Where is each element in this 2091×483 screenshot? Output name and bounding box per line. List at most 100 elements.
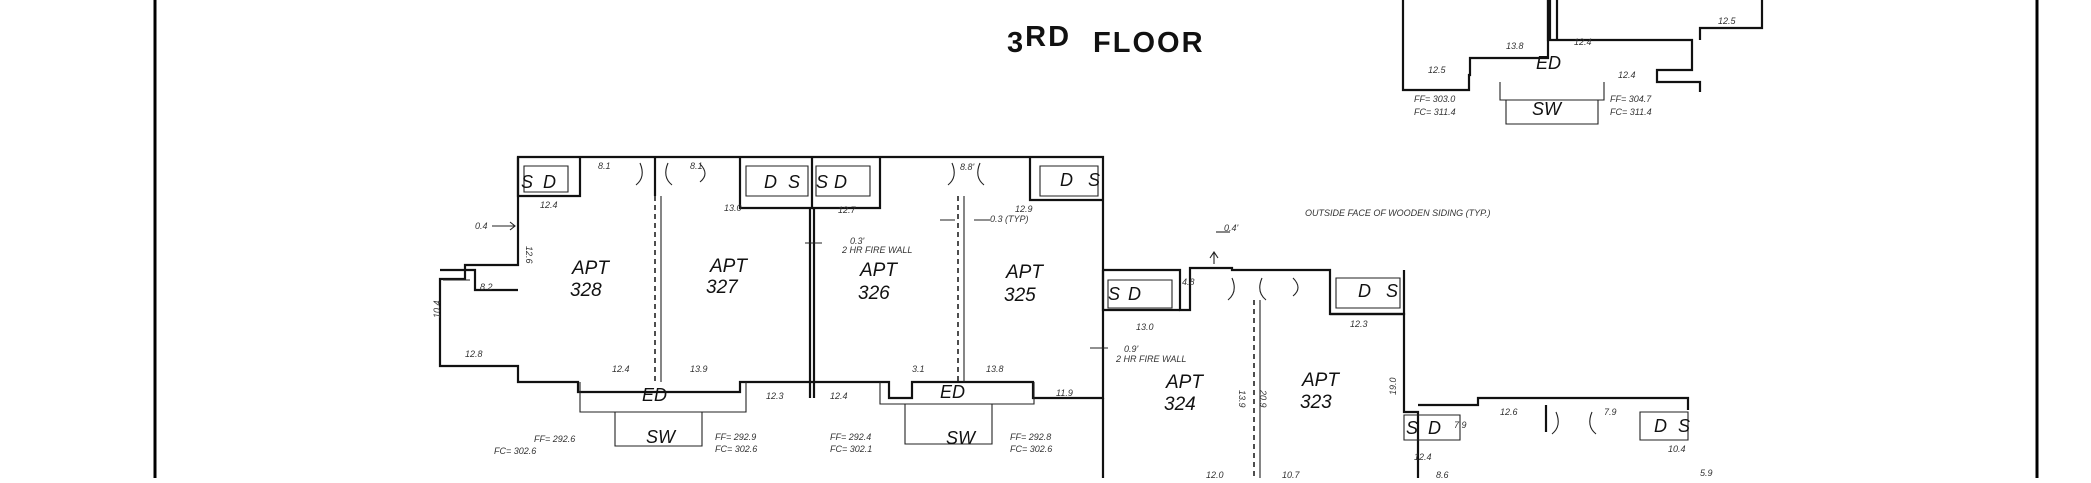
fixture-d-327: D — [764, 172, 777, 192]
svg-text:12.8: 12.8 — [465, 349, 483, 359]
fixture-s-328: S — [521, 172, 533, 192]
svg-text:FF= 303.0: FF= 303.0 — [1414, 94, 1455, 104]
svg-text:8.2: 8.2 — [480, 282, 493, 292]
svg-text:12.4: 12.4 — [612, 364, 630, 374]
fixture-d-324: D — [1128, 284, 1141, 304]
upper-sw-label: SW — [1532, 99, 1563, 119]
apt-328-number: 328 — [570, 280, 602, 301]
fixture-d-325: D — [1060, 170, 1073, 190]
svg-text:11.9: 11.9 — [1056, 388, 1073, 398]
apt-327-label: APT — [709, 256, 748, 277]
svg-text:12.7: 12.7 — [838, 205, 857, 215]
apt-324-number: 324 — [1164, 394, 1196, 415]
svg-text:12.3: 12.3 — [1350, 319, 1368, 329]
fixture-s-323: S — [1386, 281, 1398, 301]
apt-326-number: 326 — [858, 283, 890, 304]
svg-text:8.6: 8.6 — [1436, 470, 1449, 478]
svg-text:2 HR FIRE WALL: 2 HR FIRE WALL — [1115, 354, 1186, 364]
fixture-s-324: S — [1108, 284, 1120, 304]
svg-text:FF= 292.8: FF= 292.8 — [1010, 432, 1051, 442]
apt-325-label: APT — [1005, 262, 1044, 283]
apt-328: APT 328 — [570, 258, 610, 301]
svg-text:12.4: 12.4 — [1414, 452, 1432, 462]
svg-text:13.8: 13.8 — [1506, 41, 1524, 51]
svg-text:12.0: 12.0 — [1206, 470, 1224, 478]
fixture-d-lower-right: D — [1654, 416, 1667, 436]
svg-text:12.5: 12.5 — [1428, 65, 1447, 75]
fixture-d-328: D — [543, 172, 556, 192]
apt-323: APT 323 — [1300, 370, 1340, 413]
svg-text:12.4: 12.4 — [1618, 70, 1636, 80]
svg-text:FC= 302.1: FC= 302.1 — [830, 444, 872, 454]
svg-text:10.4: 10.4 — [1668, 444, 1686, 454]
apt-326-label: APT — [859, 260, 898, 281]
svg-text:12.3: 12.3 — [766, 391, 784, 401]
svg-text:12.4: 12.4 — [1574, 37, 1592, 47]
svg-text:0.3 (TYP): 0.3 (TYP) — [990, 214, 1029, 224]
fixture-d-323: D — [1358, 281, 1371, 301]
fixture-s-327: S — [788, 172, 800, 192]
svg-text:13.0: 13.0 — [1136, 322, 1154, 332]
svg-text:0.9': 0.9' — [1124, 344, 1139, 354]
svg-text:13.0: 13.0 — [724, 203, 742, 213]
fixture-s-lower: S — [1406, 418, 1418, 438]
apt-325: APT 325 — [1004, 262, 1044, 306]
svg-text:8.8': 8.8' — [960, 162, 975, 172]
svg-text:0.4: 0.4 — [475, 221, 488, 231]
svg-text:8.1: 8.1 — [690, 161, 703, 171]
svg-text:0.3': 0.3' — [850, 236, 865, 246]
svg-text:10.7: 10.7 — [1282, 470, 1301, 478]
svg-text:FF= 304.7: FF= 304.7 — [1610, 94, 1652, 104]
svg-text:FC= 311.4: FC= 311.4 — [1414, 107, 1456, 117]
svg-text:7.9: 7.9 — [1604, 407, 1617, 417]
apt-327: APT 327 — [706, 256, 748, 298]
svg-text:12.6: 12.6 — [524, 246, 534, 264]
svg-text:2 HR FIRE WALL: 2 HR FIRE WALL — [841, 245, 912, 255]
svg-text:12.4: 12.4 — [540, 200, 558, 210]
svg-text:FC= 302.6: FC= 302.6 — [715, 444, 757, 454]
fixture-s-326: S — [816, 172, 828, 192]
svg-text:12.4: 12.4 — [830, 391, 848, 401]
svg-text:12.6: 12.6 — [1500, 407, 1518, 417]
svg-text:13.9: 13.9 — [1237, 390, 1247, 408]
fixture-sw-right: SW — [946, 428, 977, 448]
svg-text:8.1: 8.1 — [598, 161, 611, 171]
svg-text:FF= 292.9: FF= 292.9 — [715, 432, 756, 442]
svg-text:12.5: 12.5 — [1718, 16, 1737, 26]
svg-text:12.9: 12.9 — [1015, 204, 1033, 214]
apt-326: APT 326 — [858, 260, 898, 304]
block-328-325-outline — [438, 155, 1105, 400]
svg-text:FF= 292.4: FF= 292.4 — [830, 432, 871, 442]
upper-ed-label: ED — [1536, 53, 1561, 73]
svg-text:FF= 292.6: FF= 292.6 — [534, 434, 575, 444]
svg-text:FC= 311.4: FC= 311.4 — [1610, 107, 1652, 117]
upper-partial-unit: ED SW 13.8 12.4 12.5 12.4 12.5 FF= 303.0… — [1401, 0, 1764, 125]
svg-text:13.9: 13.9 — [690, 364, 708, 374]
apt-327-number: 327 — [706, 277, 739, 298]
svg-text:20.9: 20.9 — [1258, 389, 1268, 408]
apt-323-label: APT — [1301, 370, 1340, 391]
left-building-block — [438, 155, 1105, 447]
fixture-d-lower: D — [1428, 418, 1441, 438]
fixture-s-325: S — [1088, 170, 1100, 190]
svg-text:7.9: 7.9 — [1454, 420, 1467, 430]
fixture-s-lower-right: S — [1678, 416, 1690, 436]
svg-text:10.4: 10.4 — [432, 300, 442, 318]
apt-328-label: APT — [571, 258, 610, 279]
svg-text:3.1: 3.1 — [912, 364, 925, 374]
fixture-ed-left: ED — [642, 385, 667, 405]
apt-325-number: 325 — [1004, 285, 1036, 306]
apt-324-label: APT — [1165, 372, 1204, 393]
apt-324: APT 324 — [1164, 372, 1204, 415]
fixture-sw-left: SW — [646, 427, 677, 447]
note-outside-face: OUTSIDE FACE OF WOODEN SIDING (TYP.) — [1305, 208, 1491, 218]
svg-text:13.8: 13.8 — [986, 364, 1004, 374]
svg-text:4.8: 4.8 — [1182, 277, 1195, 287]
fixture-ed-right: ED — [940, 382, 965, 402]
svg-text:FC= 302.6: FC= 302.6 — [494, 446, 536, 456]
svg-text:FC= 302.6: FC= 302.6 — [1010, 444, 1052, 454]
apt-323-number: 323 — [1300, 392, 1332, 413]
